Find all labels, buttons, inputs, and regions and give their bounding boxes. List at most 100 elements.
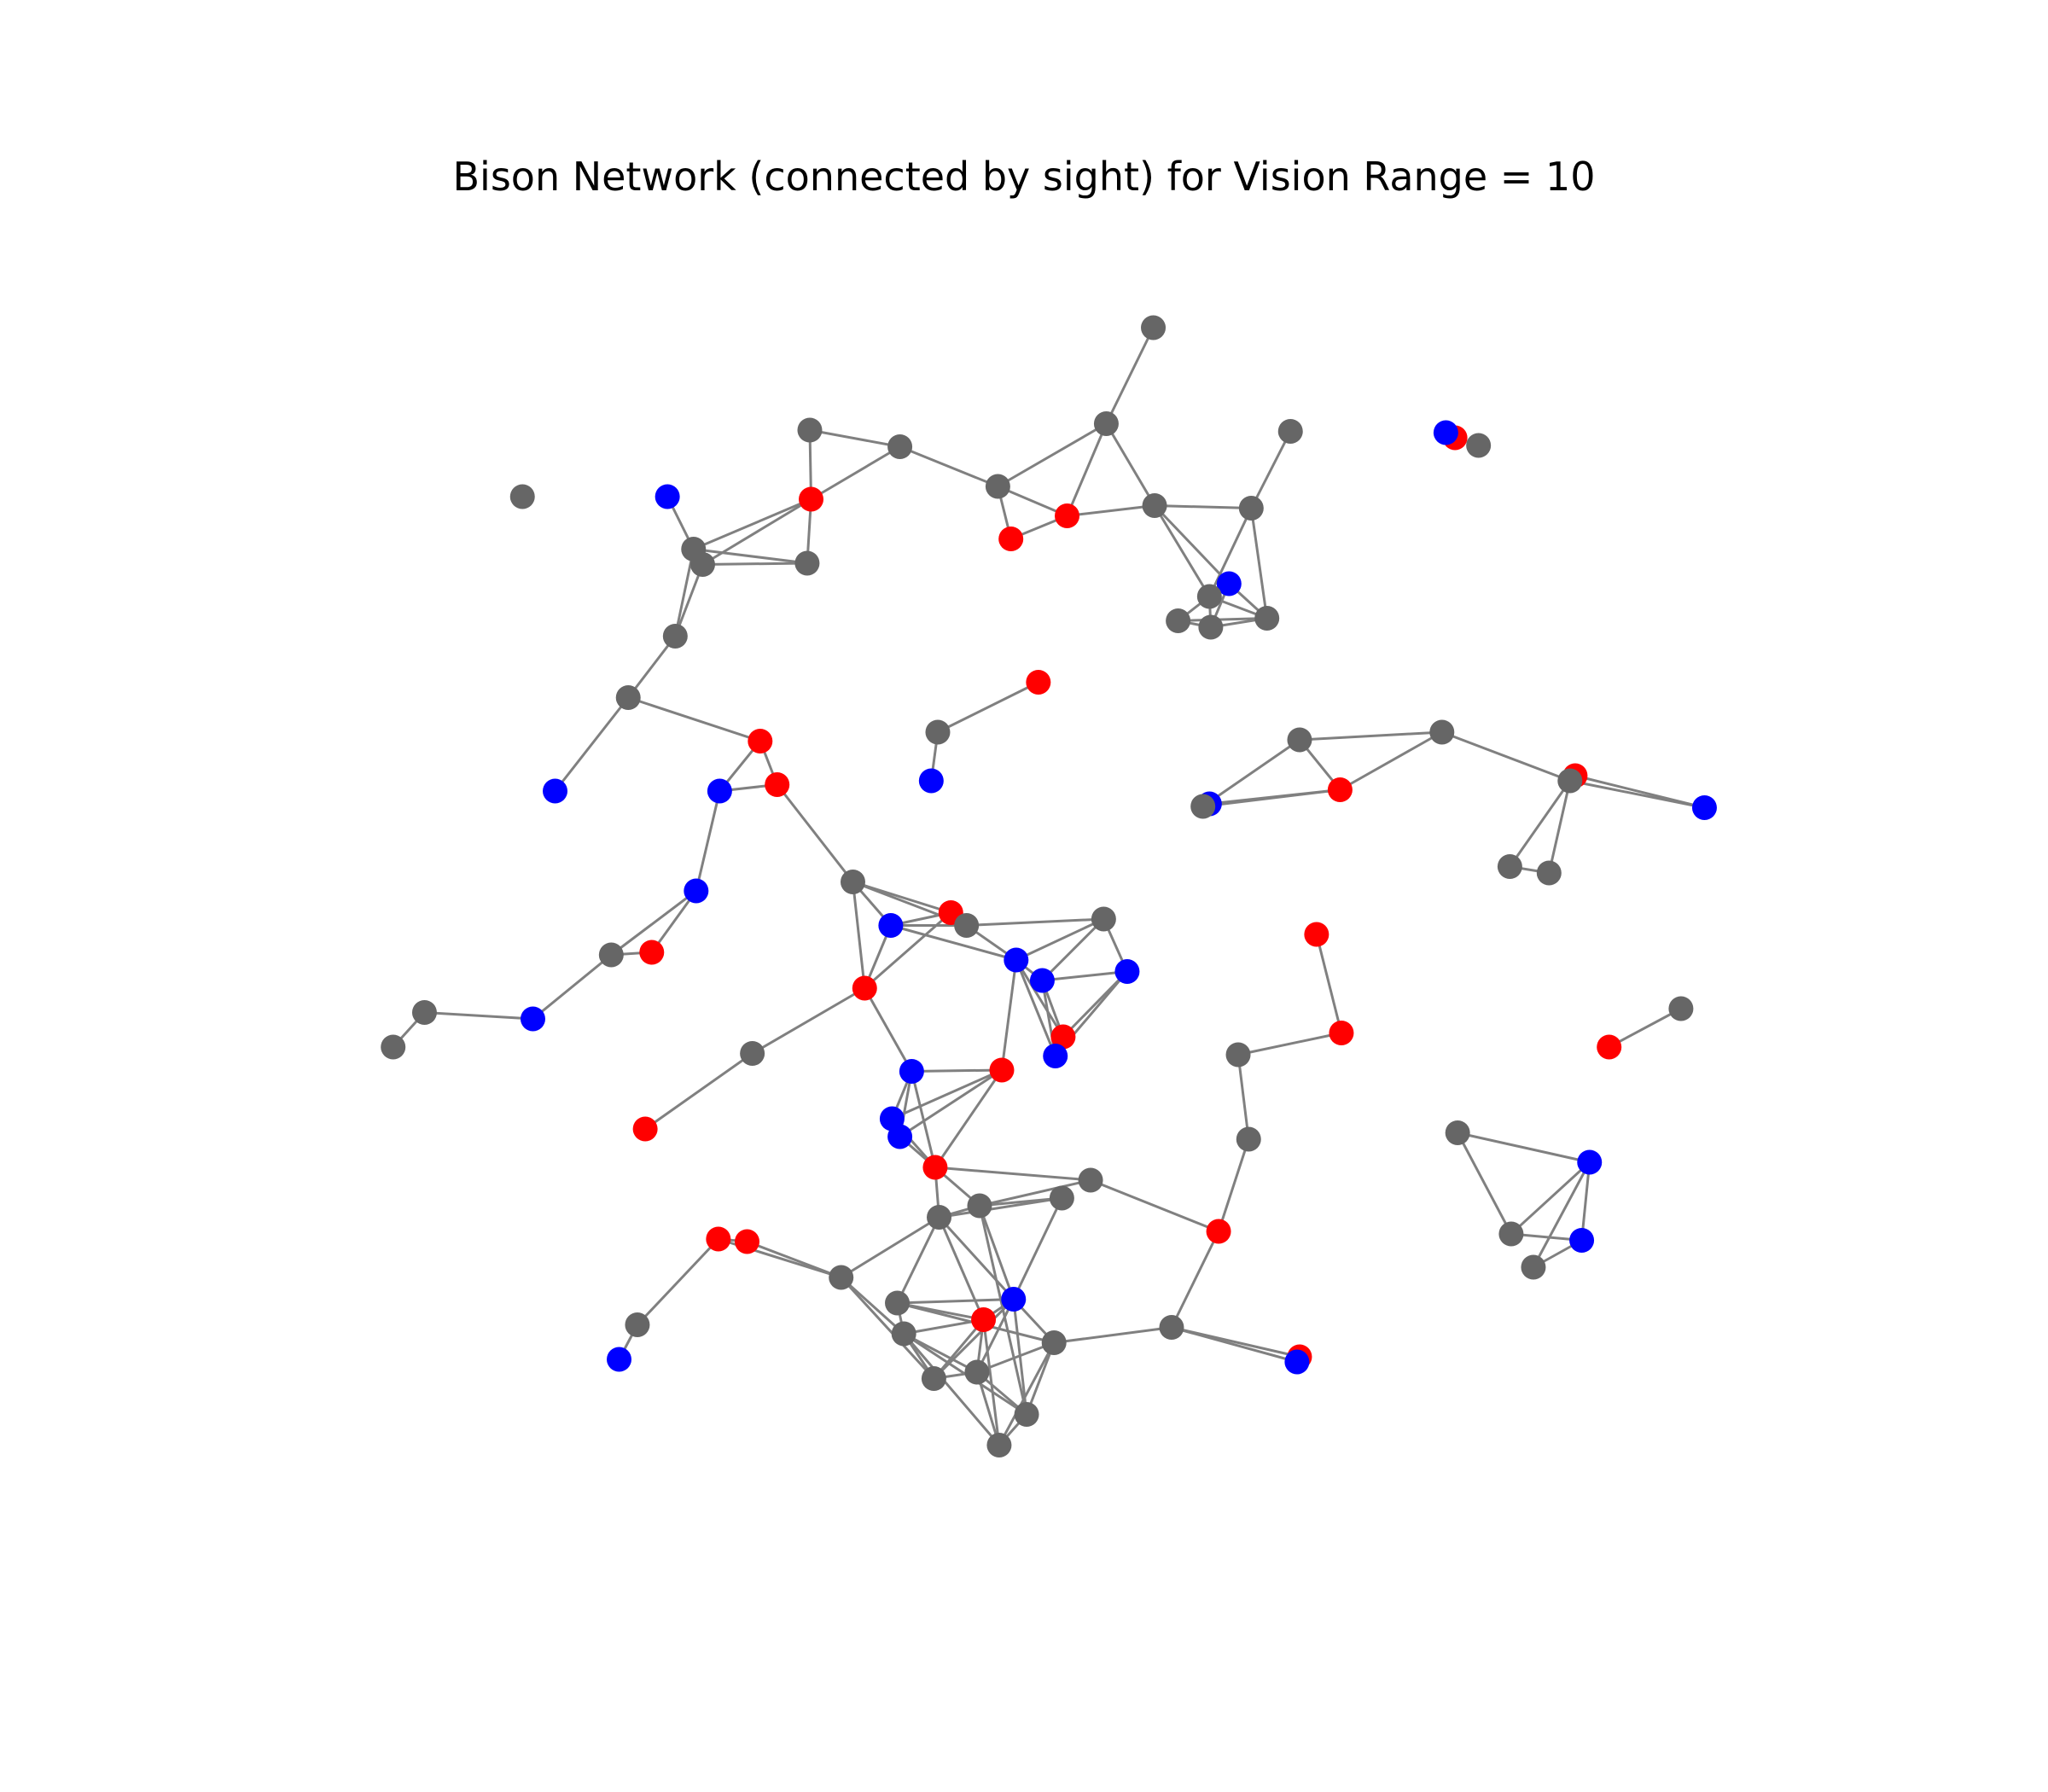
- node-blue-n26: [707, 778, 732, 804]
- node-blue-n88: [1284, 1349, 1310, 1375]
- node-gray-n14: [797, 417, 823, 443]
- edge-n79-n80: [903, 1318, 984, 1335]
- edge-n3-n9: [1249, 508, 1269, 619]
- node-gray-n83: [964, 1359, 990, 1385]
- node-gray-n22: [615, 685, 641, 710]
- edge-n2-n3: [1155, 504, 1252, 509]
- node-red-n79: [971, 1307, 997, 1332]
- node-red-n10: [1055, 503, 1080, 528]
- node-red-n57: [852, 975, 877, 1001]
- edge-n21-n22: [627, 635, 677, 699]
- edge-n67-n69: [939, 1196, 1062, 1219]
- node-blue-n30: [520, 1006, 545, 1032]
- edge-n28-n30: [532, 953, 613, 1021]
- node-gray-n7: [1166, 608, 1191, 633]
- edge-n27-n28: [610, 889, 697, 957]
- edge-n3-n4: [1249, 430, 1292, 509]
- edge-n60-n66: [910, 1071, 937, 1168]
- edge-n81-n85: [998, 1341, 1056, 1446]
- node-gray-n3: [1238, 496, 1264, 521]
- node-gray-n72: [829, 1265, 854, 1290]
- node-blue-n65: [887, 1124, 913, 1149]
- node-blue-n35: [918, 768, 944, 794]
- edge-n68-n70: [979, 1178, 1091, 1207]
- edge-n40-n45: [1441, 730, 1571, 783]
- node-gray-n9: [1254, 606, 1280, 631]
- edge-n7-n9: [1178, 617, 1267, 622]
- edge-n15-n17: [693, 497, 812, 550]
- edge-n2-n6: [1153, 504, 1211, 597]
- edge-n41-n43: [1202, 788, 1341, 808]
- node-red-n41: [1327, 777, 1353, 802]
- node-red-n71: [1206, 1219, 1231, 1244]
- edge-n1-n2: [1105, 422, 1156, 507]
- node-gray-n4: [1277, 419, 1303, 444]
- edge-n53-n54: [1015, 917, 1105, 962]
- edge-n95-n96: [1457, 1132, 1591, 1164]
- node-gray-n68: [967, 1193, 992, 1219]
- edge-n68-n78: [978, 1205, 1015, 1300]
- edge-n54-n61: [1000, 959, 1018, 1071]
- node-red-n74: [735, 1229, 760, 1254]
- edge-n61-n66: [934, 1069, 1004, 1168]
- edge-n77-n78: [897, 1298, 1014, 1305]
- edge-n25-n49: [776, 783, 854, 883]
- edge-n95-n97: [1456, 1132, 1513, 1235]
- edge-n33-n34: [937, 681, 1039, 734]
- edge-n69-n78: [1012, 1197, 1063, 1300]
- node-gray-n18: [689, 552, 715, 577]
- edge-n45-n46: [1569, 779, 1705, 809]
- edge-n0-n1: [1105, 327, 1155, 425]
- node-gray-n8: [1198, 614, 1224, 640]
- node-blue-n60: [899, 1059, 924, 1084]
- node-blue-n59: [1043, 1044, 1068, 1068]
- node-gray-n43: [1190, 794, 1216, 819]
- node-gray-n92: [1236, 1126, 1261, 1152]
- edge-n78-n83: [975, 1298, 1015, 1373]
- node-red-n63: [632, 1116, 658, 1142]
- node-gray-n84: [1014, 1402, 1039, 1427]
- edge-n71-n86: [1170, 1231, 1220, 1329]
- edge-n39-n43: [1201, 738, 1300, 808]
- node-gray-n40: [1429, 719, 1455, 745]
- edge-n78-n82: [933, 1298, 1015, 1380]
- node-blue-n98: [1569, 1228, 1595, 1253]
- edge-n61-n64: [891, 1068, 1003, 1120]
- node-blue-n19: [655, 484, 680, 509]
- node-red-n90: [1329, 1021, 1354, 1045]
- node-gray-n95: [1445, 1120, 1470, 1145]
- node-gray-n28: [598, 942, 624, 968]
- edge-n79-n82: [933, 1318, 985, 1380]
- node-gray-n86: [1159, 1315, 1184, 1340]
- edge-n96-n99: [1532, 1161, 1591, 1268]
- node-red-n73: [706, 1226, 731, 1252]
- node-gray-n93: [1668, 996, 1694, 1021]
- node-gray-n2: [1142, 493, 1167, 518]
- edge-n22-n24: [627, 696, 761, 742]
- edge-n86-n88: [1171, 1326, 1298, 1364]
- edge-n62-n63: [644, 1052, 753, 1131]
- node-gray-n69: [1049, 1185, 1074, 1211]
- edge-n72-n74: [746, 1240, 842, 1279]
- edge-n40-n41: [1339, 730, 1443, 791]
- edge-n67-n78: [938, 1216, 1015, 1300]
- edge-n39-n40: [1299, 730, 1442, 742]
- edge-n45-n48: [1547, 780, 1572, 874]
- node-gray-n31: [411, 1000, 437, 1025]
- node-gray-n77: [885, 1290, 911, 1316]
- node-gray-n81: [1041, 1330, 1067, 1355]
- node-red-n11: [998, 527, 1024, 551]
- edge-n12-n13: [899, 445, 998, 488]
- node-blue-n96: [1577, 1149, 1603, 1175]
- edge-n13-n14: [809, 428, 900, 448]
- node-gray-n82: [921, 1366, 946, 1391]
- node-gray-n39: [1287, 727, 1312, 753]
- edge-n52-n53: [966, 917, 1104, 927]
- edge-n18-n21: [673, 563, 704, 637]
- node-gray-n97: [1498, 1221, 1524, 1247]
- node-red-n29: [639, 940, 665, 965]
- edge-n81-n83: [976, 1341, 1055, 1374]
- node-red-n15: [799, 486, 824, 512]
- node-gray-n67: [927, 1205, 952, 1230]
